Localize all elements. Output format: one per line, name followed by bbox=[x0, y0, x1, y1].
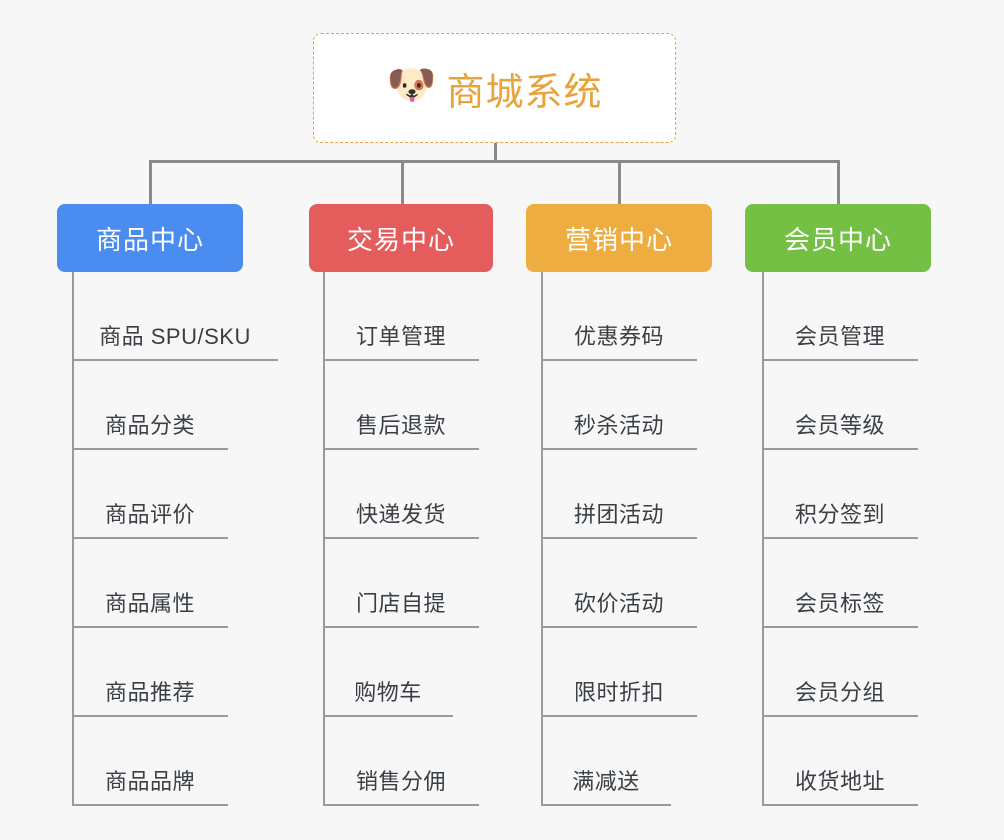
leaf-item[interactable]: 优惠券码 bbox=[541, 272, 697, 361]
drop-connector-3 bbox=[618, 160, 621, 204]
drop-connector-2 bbox=[401, 160, 404, 204]
leaf-item[interactable]: 购物车 bbox=[323, 628, 453, 717]
category-label-member-center: 会员中心 bbox=[783, 224, 892, 255]
leaf-item[interactable]: 会员分组 bbox=[762, 628, 918, 717]
leaf-item[interactable]: 商品 SPU/SKU bbox=[72, 272, 278, 361]
shiba-dog-face-icon: 🐶 bbox=[386, 63, 437, 107]
leaf-item[interactable]: 商品评价 bbox=[72, 450, 228, 539]
column-spine bbox=[72, 272, 74, 806]
leaf-item[interactable]: 积分签到 bbox=[762, 450, 918, 539]
leaf-item[interactable]: 限时折扣 bbox=[541, 628, 697, 717]
horizontal-bus-connector bbox=[149, 160, 840, 163]
column-spine bbox=[762, 272, 764, 806]
leaf-item-label: 商品属性 bbox=[104, 591, 195, 616]
leaf-item-label: 会员标签 bbox=[794, 591, 885, 616]
leaf-item-label: 会员等级 bbox=[794, 413, 885, 438]
root-node[interactable]: 🐶 商城系统 bbox=[313, 33, 676, 143]
category-box-product-center[interactable]: 商品中心 bbox=[57, 204, 243, 272]
leaf-item-label: 积分签到 bbox=[794, 502, 885, 527]
leaf-item[interactable]: 门店自提 bbox=[323, 539, 479, 628]
leaf-item[interactable]: 收货地址 bbox=[762, 717, 918, 806]
category-box-trade-center[interactable]: 交易中心 bbox=[309, 204, 493, 272]
drop-connector-1 bbox=[149, 160, 152, 204]
root-node-title: 商城系统 bbox=[446, 71, 603, 114]
leaf-item-label: 商品品牌 bbox=[104, 769, 195, 794]
leaf-item-label: 限时折扣 bbox=[573, 680, 664, 705]
leaf-item[interactable]: 销售分佣 bbox=[323, 717, 479, 806]
leaf-item[interactable]: 满减送 bbox=[541, 717, 671, 806]
leaf-item-label: 会员分组 bbox=[794, 680, 885, 705]
leaf-item-label: 购物车 bbox=[354, 680, 422, 705]
leaf-item[interactable]: 商品属性 bbox=[72, 539, 228, 628]
leaf-item-label: 会员管理 bbox=[794, 324, 885, 349]
category-label-marketing-center: 营销中心 bbox=[564, 224, 673, 255]
category-label-trade-center: 交易中心 bbox=[346, 224, 455, 255]
leaf-item-label: 秒杀活动 bbox=[573, 413, 664, 438]
leaf-item-label: 满减送 bbox=[572, 769, 640, 794]
leaf-item-label: 收货地址 bbox=[794, 769, 885, 794]
column-spine bbox=[541, 272, 543, 806]
leaf-item[interactable]: 售后退款 bbox=[323, 361, 479, 450]
leaf-item-label: 销售分佣 bbox=[355, 769, 446, 794]
leaf-item-label: 商品推荐 bbox=[104, 680, 195, 705]
leaf-item[interactable]: 拼团活动 bbox=[541, 450, 697, 539]
leaf-item-label: 订单管理 bbox=[355, 324, 446, 349]
leaf-item-label: 快递发货 bbox=[355, 502, 446, 527]
category-box-member-center[interactable]: 会员中心 bbox=[745, 204, 931, 272]
column-spine bbox=[323, 272, 325, 806]
leaf-item[interactable]: 商品品牌 bbox=[72, 717, 228, 806]
leaf-item[interactable]: 快递发货 bbox=[323, 450, 479, 539]
category-label-product-center: 商品中心 bbox=[95, 224, 204, 255]
leaf-item[interactable]: 商品分类 bbox=[72, 361, 228, 450]
leaf-item-label: 优惠券码 bbox=[573, 324, 664, 349]
category-box-marketing-center[interactable]: 营销中心 bbox=[526, 204, 712, 272]
leaf-item-label: 门店自提 bbox=[355, 591, 446, 616]
leaf-item[interactable]: 砍价活动 bbox=[541, 539, 697, 628]
leaf-item[interactable]: 会员管理 bbox=[762, 272, 918, 361]
leaf-item-label: 商品评价 bbox=[104, 502, 195, 527]
leaf-item-label: 售后退款 bbox=[355, 413, 446, 438]
drop-connector-4 bbox=[837, 160, 840, 204]
leaf-item[interactable]: 秒杀活动 bbox=[541, 361, 697, 450]
leaf-item-label: 商品分类 bbox=[104, 413, 195, 438]
leaf-item[interactable]: 会员标签 bbox=[762, 539, 918, 628]
leaf-item[interactable]: 商品推荐 bbox=[72, 628, 228, 717]
leaf-item-label: 商品 SPU/SKU bbox=[99, 324, 251, 349]
leaf-item-label: 砍价活动 bbox=[573, 591, 664, 616]
leaf-item[interactable]: 会员等级 bbox=[762, 361, 918, 450]
root-stem-connector bbox=[494, 143, 497, 162]
leaf-item[interactable]: 订单管理 bbox=[323, 272, 479, 361]
leaf-item-label: 拼团活动 bbox=[573, 502, 664, 527]
